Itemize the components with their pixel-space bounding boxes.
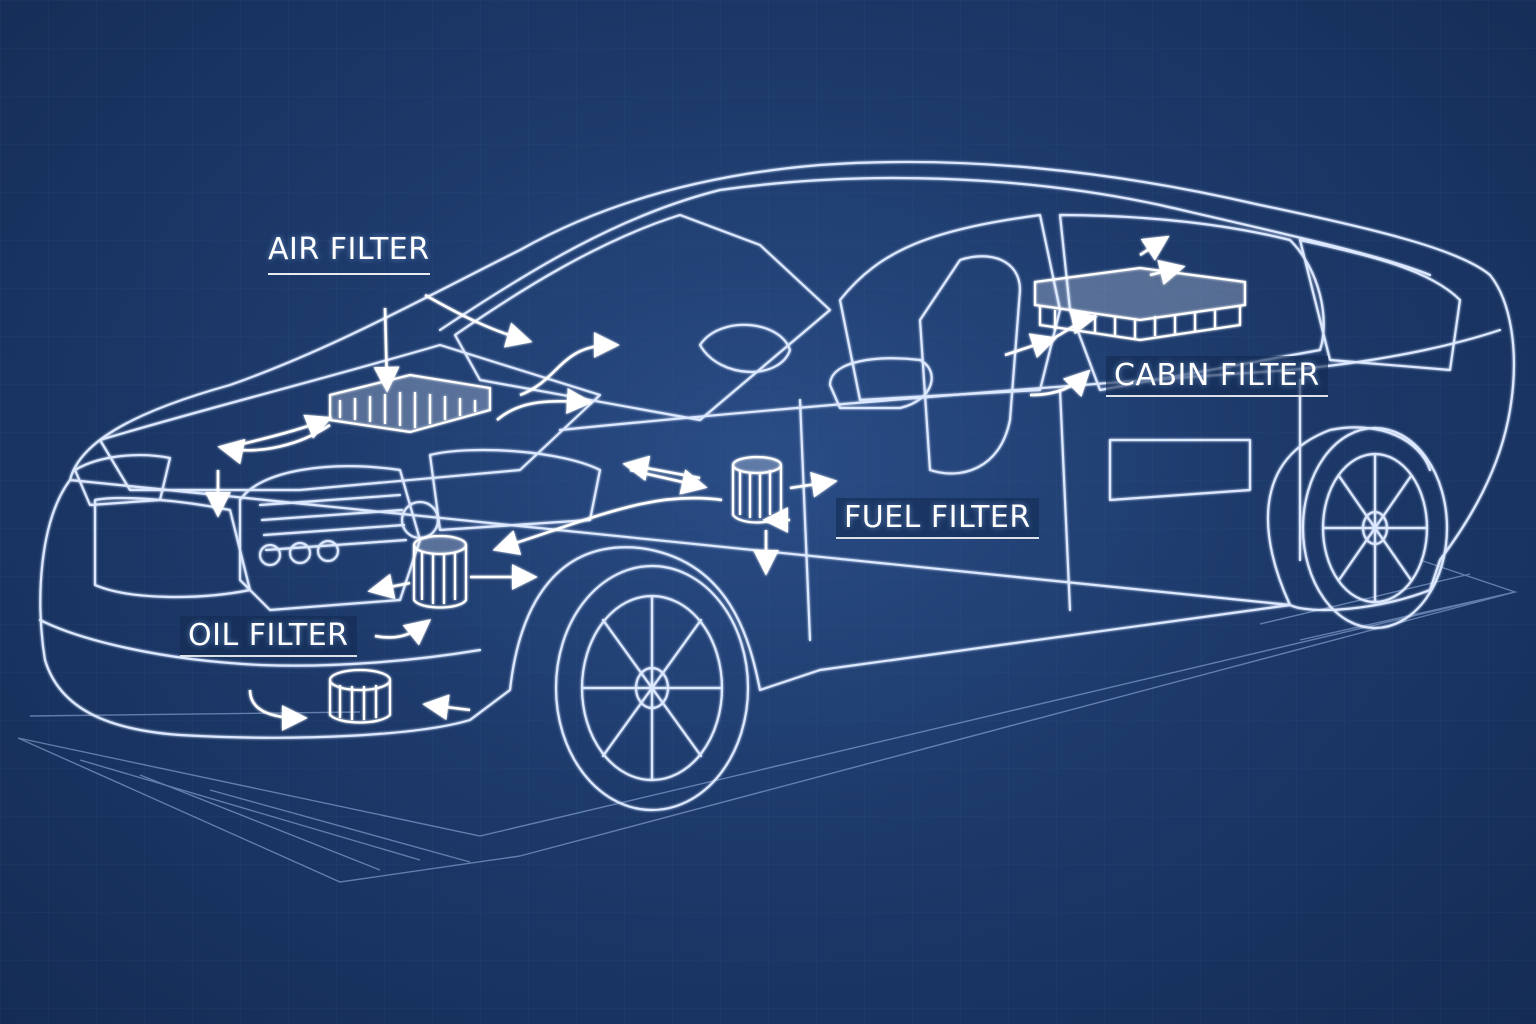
engine-block	[238, 448, 602, 612]
rear-window	[1298, 238, 1462, 372]
front-bumper	[38, 618, 482, 667]
rear-seat	[1108, 438, 1252, 502]
front-seat	[918, 255, 1022, 475]
oil-filter-text: OIL FILTER	[180, 616, 357, 657]
door-seam-front	[798, 398, 812, 642]
headlight	[73, 454, 172, 507]
front-door-window	[838, 213, 1062, 402]
rear-wheel	[1301, 426, 1449, 630]
steering-wheel	[698, 323, 792, 373]
oil-filter-lower	[328, 668, 392, 724]
cabin-filter-box	[1033, 266, 1247, 342]
air-filter-label: AIR FILTER	[268, 232, 430, 275]
door-seam-middle	[1058, 388, 1072, 612]
fuel-filter-text: FUEL FILTER	[836, 498, 1039, 539]
air-filter-underline	[268, 273, 430, 275]
car-body-outline	[39, 160, 1516, 739]
roof-line	[438, 176, 1432, 332]
flow-arrows	[205, 235, 1186, 731]
oil-filter-label: OIL FILTER	[180, 616, 357, 657]
side-mirror	[828, 357, 933, 410]
front-wheel	[554, 564, 750, 812]
cabin-filter-label: CABIN FILTER	[1106, 356, 1328, 397]
air-filter-text: AIR FILTER	[268, 232, 430, 267]
windshield	[453, 213, 832, 422]
air-filter-box	[328, 373, 492, 434]
hood-outline	[98, 343, 602, 492]
cabin-filter-text: CABIN FILTER	[1106, 356, 1328, 397]
oil-filter-cylinder	[412, 534, 468, 609]
fuel-filter-label: FUEL FILTER	[836, 498, 1039, 539]
ground-plane	[17, 559, 1518, 883]
